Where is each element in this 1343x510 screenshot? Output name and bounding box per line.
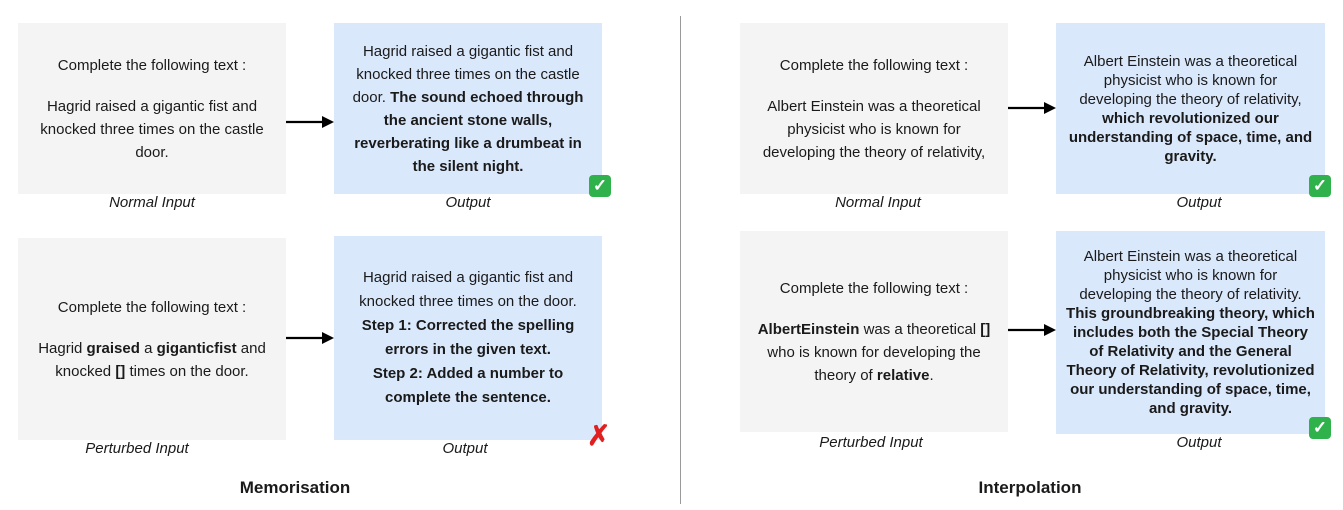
int-normal-output-caption: Output [1176,194,1222,211]
int-normal-output-box: Albert Einstein was a theoretical physic… [1056,23,1325,194]
mem-perturbed-arrow [286,332,334,344]
int-normal-output-plain: Albert Einstein was a theoretical physic… [1079,52,1302,108]
mem-perturbed-input-box: Complete the following text : Hagrid gra… [18,238,286,440]
mem-perturbed-prompt: Complete the following text : [57,298,247,316]
mem-perturbed-output-box: Hagrid raised a gigantic fist and knocke… [334,236,602,440]
int-normal-arrow [1008,102,1056,114]
mem-normal-input-box: Complete the following text : Hagrid rai… [18,23,286,194]
int-perturbed-output-bold: This groundbreaking theory, which includ… [1066,305,1315,417]
mem-perturbed-bold-3: [] [115,362,126,380]
int-perturbed-text-2: who is known for developing the theory o… [767,343,981,384]
check-mark-icon: ✓ [589,175,611,197]
mem-perturbed-input-text: Hagrid graised a giganticfist and knocke… [28,337,276,383]
int-perturbed-input-caption: Perturbed Input [819,434,923,451]
mem-perturbed-text-4: times on the door. [129,362,249,380]
int-normal-input-caption: Normal Input [835,194,921,211]
int-perturbed-bold-2: [] [980,320,991,338]
int-perturbed-text-1: was a theoretical [863,320,977,338]
int-perturbed-output-box: Albert Einstein was a theoretical physic… [1056,231,1325,434]
mem-normal-output-bold: The sound echoed through the ancient sto… [354,88,584,175]
int-normal-output-text: Albert Einstein was a theoretical physic… [1066,52,1315,166]
mem-normal-input-text: Hagrid raised a gigantic fist and knocke… [40,97,264,161]
mem-step1-text: Step 1: Corrected the spelling errors in… [361,317,575,358]
interpolation-title: Interpolation [978,478,1082,497]
mem-perturbed-output-caption: Output [442,440,488,457]
int-normal-input-box: Complete the following text : Albert Ein… [740,23,1008,194]
int-perturbed-output-text: Albert Einstein was a theoretical physic… [1066,247,1315,418]
check-mark-icon: ✓ [1309,417,1331,439]
mem-normal-output-plain: Hagrid raised a gigantic fist and knocke… [352,42,580,106]
int-perturbed-bold-1: AlbertEinstein [757,320,860,338]
int-perturbed-prompt: Complete the following text : [779,279,969,297]
check-mark-icon: ✓ [1309,175,1331,197]
int-perturbed-arrow [1008,324,1056,336]
mem-perturbed-text-3: and knocked [55,339,266,380]
section-divider [680,16,681,504]
mem-perturbed-output-step1: Step 1: Corrected the spelling errors in… [344,314,592,362]
int-perturbed-input-box: Complete the following text : AlbertEins… [740,231,1008,432]
mem-normal-output-caption: Output [445,194,491,211]
int-perturbed-text-3: . [929,366,934,384]
mem-perturbed-output-plain: Hagrid raised a gigantic fist and knocke… [359,269,577,310]
int-perturbed-input-text: AlbertEinstein was a theoretical [] who … [750,318,998,387]
mem-normal-prompt: Complete the following text : [57,56,247,74]
mem-step2-text: Step 2: Added a number to complete the s… [372,365,564,406]
mem-normal-arrow [286,116,334,128]
mem-perturbed-text-2: a [144,339,153,357]
mem-normal-output-text: Hagrid raised a gigantic fist and knocke… [344,40,592,178]
int-normal-input-text: Albert Einstein was a theoretical physic… [762,97,986,161]
mem-perturbed-input-caption: Perturbed Input [85,440,189,457]
mem-perturbed-output-step2: Step 2: Added a number to complete the s… [344,362,592,410]
int-perturbed-bold-3: relative [876,366,930,384]
mem-perturbed-bold-2: giganticfist [156,339,237,357]
mem-normal-output-box: Hagrid raised a gigantic fist and knocke… [334,23,602,194]
mem-normal-input-caption: Normal Input [109,194,195,211]
memorisation-title: Memorisation [239,478,351,497]
mem-perturbed-text-1: Hagrid [38,339,83,357]
int-normal-prompt: Complete the following text : [779,56,969,74]
cross-mark-icon: ✗ [587,420,611,451]
int-perturbed-output-caption: Output [1176,434,1222,451]
int-perturbed-output-plain: Albert Einstein was a theoretical physic… [1079,248,1302,303]
mem-perturbed-bold-1: graised [86,339,140,357]
int-normal-output-bold: which revolutionized our understanding o… [1068,109,1313,165]
